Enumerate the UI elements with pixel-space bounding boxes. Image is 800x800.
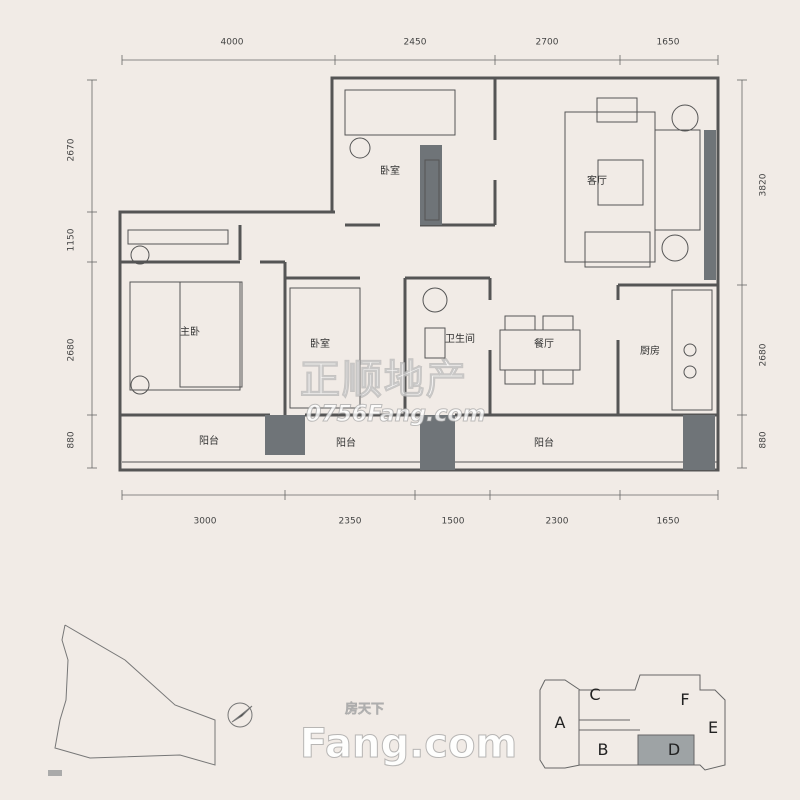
room-label-bedroom: 卧室 — [380, 166, 400, 177]
dim-bottom-1: 3000 — [193, 516, 217, 527]
dim-left-4: 880 — [66, 431, 77, 449]
walls — [118, 76, 720, 472]
watermark-url: 0756Fang.com — [305, 402, 486, 427]
dim-top-1: 4000 — [220, 37, 244, 48]
dim-right-1: 3820 — [758, 173, 769, 197]
room-label-dining-room: 餐厅 — [534, 339, 554, 350]
building-key — [539, 674, 726, 771]
logo-cn: 房天下 — [345, 702, 385, 718]
block-d: D — [667, 740, 681, 759]
room-label-bathroom: 卫生间 — [445, 334, 475, 345]
north-arrow-icon — [227, 702, 253, 728]
structural-columns — [265, 130, 716, 470]
dim-bottom-3: 1500 — [441, 516, 465, 527]
block-b: B — [597, 740, 609, 759]
block-f: F — [680, 690, 690, 709]
room-label-master-bedroom: 主卧 — [180, 327, 200, 338]
dim-left-1: 2670 — [66, 138, 77, 162]
dimension-lines — [87, 55, 747, 500]
room-label-bedroom-2: 卧室 — [310, 339, 330, 350]
block-e: E — [707, 718, 719, 737]
dim-bottom-4: 2300 — [545, 516, 569, 527]
dim-right-3: 880 — [758, 431, 769, 449]
dim-bottom-5: 1650 — [656, 516, 680, 527]
dim-top-3: 2700 — [535, 37, 559, 48]
room-label-balcony-1: 阳台 — [199, 436, 219, 447]
dim-top-4: 1650 — [656, 37, 680, 48]
legend-swatch — [48, 770, 62, 776]
dim-right-2: 2680 — [758, 343, 769, 367]
watermark-text: 正顺地产 — [300, 357, 468, 403]
room-label-kitchen: 厨房 — [640, 346, 660, 357]
dim-bottom-2: 2350 — [338, 516, 362, 527]
room-label-balcony-2: 阳台 — [336, 438, 356, 449]
block-a: A — [554, 713, 566, 732]
dim-top-2: 2450 — [403, 37, 427, 48]
logo-fang: Fang.com — [299, 721, 518, 767]
furniture — [127, 89, 713, 411]
room-label-balcony-3: 阳台 — [534, 438, 554, 449]
site-plan — [48, 624, 253, 776]
block-c: C — [589, 685, 601, 704]
dim-left-2: 1150 — [66, 228, 77, 252]
room-label-living-room: 客厅 — [587, 176, 607, 187]
dim-left-3: 2680 — [66, 338, 77, 362]
